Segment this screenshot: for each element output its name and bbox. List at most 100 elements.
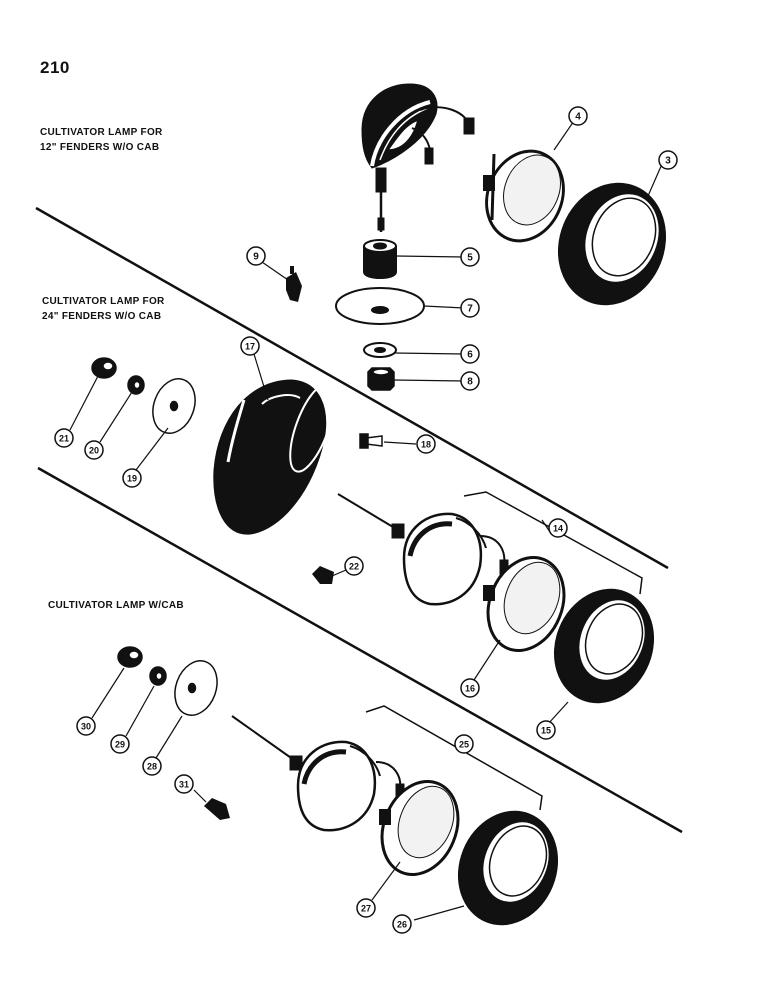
callout-label: 17 — [245, 342, 255, 352]
section-title-line: CULTIVATOR LAMP FOR — [42, 296, 165, 307]
callout-6: 6 — [460, 344, 480, 364]
callout-circle — [54, 428, 74, 448]
callout-7: 7 — [460, 298, 480, 318]
callout-circle — [460, 344, 480, 364]
callout-circle — [392, 914, 412, 934]
bezel-3 — [557, 182, 667, 306]
lamp-housing-cab — [231, 715, 405, 832]
screw-18 — [359, 433, 383, 449]
connector-31 — [204, 798, 230, 820]
callout-label: 9 — [253, 252, 259, 263]
section-title-12in-fenders: CULTIVATOR LAMP FOR 12" FENDERS W/O CAB — [40, 125, 163, 155]
callout-label: 19 — [127, 474, 137, 484]
sealed-beam-4 — [483, 149, 565, 243]
section-title-line: CULTIVATOR LAMP W/CAB — [48, 600, 184, 611]
callout-group: 3 4 5 6 7 8 9 14 15 16 17 18 19 20 21 22 25 26 27 28 29 30 31 — [54, 106, 678, 934]
callout-label: 22 — [349, 562, 359, 572]
callout-label: 6 — [467, 350, 473, 361]
connector-22 — [312, 566, 334, 584]
callout-31: 31 — [174, 774, 194, 794]
callout-circle — [460, 247, 480, 267]
callout-circle — [460, 678, 480, 698]
callout-label: 30 — [81, 722, 91, 732]
nut-8 — [367, 367, 395, 391]
assembly-bracket-25 — [365, 705, 543, 811]
callout-28: 28 — [142, 756, 162, 776]
nut-21 — [91, 357, 117, 379]
callout-27: 27 — [356, 898, 376, 918]
callout-circle — [240, 336, 260, 356]
washer-19 — [152, 378, 196, 434]
callout-15: 15 — [536, 720, 556, 740]
callout-label: 14 — [553, 524, 563, 534]
callout-label: 16 — [465, 684, 475, 694]
callout-20: 20 — [84, 440, 104, 460]
callout-label: 31 — [179, 780, 189, 790]
callout-circle — [142, 756, 162, 776]
lockwasher-29 — [149, 666, 167, 686]
callout-circle — [174, 774, 194, 794]
callout-3: 3 — [658, 150, 678, 170]
callout-label: 7 — [467, 304, 473, 315]
sealed-beam-27 — [379, 779, 460, 877]
callout-label: 21 — [59, 434, 69, 444]
callout-label: 28 — [147, 762, 157, 772]
callout-30: 30 — [76, 716, 96, 736]
callout-label: 26 — [397, 920, 407, 930]
callout-circle — [568, 106, 588, 126]
lamp-housing-12in — [361, 83, 475, 232]
housing-17 — [213, 379, 335, 535]
callout-label: 29 — [115, 740, 125, 750]
washer-7 — [335, 287, 425, 325]
callout-circle — [344, 556, 364, 576]
callout-label: 25 — [459, 740, 469, 750]
callout-26: 26 — [392, 914, 412, 934]
callout-circle — [246, 246, 266, 266]
lockwasher-20 — [127, 375, 145, 395]
bezel-15 — [553, 588, 655, 704]
callout-label: 20 — [89, 446, 99, 456]
callout-circle — [122, 468, 142, 488]
callout-circle — [548, 518, 568, 538]
callout-label: 4 — [575, 112, 581, 123]
callout-circle — [84, 440, 104, 460]
callout-circle — [460, 371, 480, 391]
callout-16: 16 — [460, 678, 480, 698]
callout-17: 17 — [240, 336, 260, 356]
section-title-24in-fenders: CULTIVATOR LAMP FOR 24" FENDERS W/O CAB — [42, 294, 165, 324]
callout-19: 19 — [122, 468, 142, 488]
callout-label: 8 — [467, 377, 473, 388]
callout-18: 18 — [416, 434, 436, 454]
sealed-beam-16 — [483, 555, 566, 653]
lamp-assembly-14 — [337, 493, 509, 606]
page-number: 210 — [40, 58, 70, 77]
section-title-with-cab: CULTIVATOR LAMP W/CAB — [48, 598, 184, 613]
spacer-5 — [363, 239, 397, 279]
nut-30 — [117, 646, 143, 668]
callout-circle — [460, 298, 480, 318]
section-divider — [35, 206, 669, 570]
section-divider — [37, 466, 683, 834]
callout-5: 5 — [460, 247, 480, 267]
callout-circle — [76, 716, 96, 736]
bezel-26 — [457, 810, 559, 926]
callout-9: 9 — [246, 246, 266, 266]
section-title-line: 24" FENDERS W/O CAB — [42, 311, 162, 322]
callout-circle — [356, 898, 376, 918]
callout-14: 14 — [548, 518, 568, 538]
callout-25: 25 — [454, 734, 474, 754]
section-title-line: CULTIVATOR LAMP FOR — [40, 127, 163, 138]
callout-label: 15 — [541, 726, 551, 736]
section-title-line: 12" FENDERS W/O CAB — [40, 142, 160, 153]
washer-28 — [174, 660, 218, 716]
connector-9 — [286, 266, 302, 302]
callout-21: 21 — [54, 428, 74, 448]
callout-label: 27 — [361, 904, 371, 914]
callout-4: 4 — [568, 106, 588, 126]
callout-22: 22 — [344, 556, 364, 576]
callout-circle — [658, 150, 678, 170]
callout-circle — [454, 734, 474, 754]
callout-circle — [110, 734, 130, 754]
